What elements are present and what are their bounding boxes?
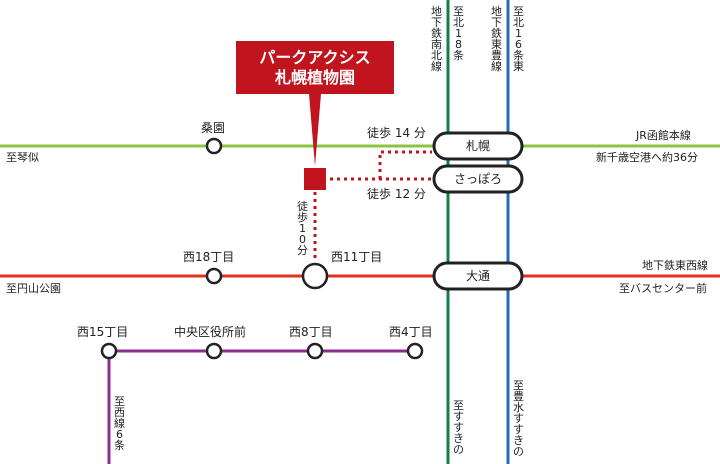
station-sapporo-sub-label: さっぽろ (453, 172, 502, 186)
station-soen-label: 桑園 (201, 121, 226, 135)
nanboku-line-name: 地下鉄南北線 (431, 5, 442, 73)
station-nishi15-marker (100, 342, 118, 360)
station-chuokuyakusho-label: 中央区役所前 (174, 325, 247, 339)
station-nishi15-label: 西15丁目 (77, 325, 129, 339)
station-nishi8-marker (306, 342, 324, 360)
tozai-right-direction: 至バスセンター前 (619, 282, 707, 295)
property-name-line1: パークアクシス (259, 47, 371, 67)
toho-line-name: 地下鉄東豊線 (491, 5, 502, 73)
station-sapporo-pill (432, 131, 524, 161)
station-nishi4-label: 西4丁目 (389, 325, 433, 339)
walk-to-sapporo-sub-label: 徒歩 12 分 (367, 187, 426, 201)
station-nishi18-label: 西18丁目 (183, 250, 235, 264)
tozai-left-direction: 至円山公園 (6, 282, 61, 295)
jr-line-name: JR函館本線 (636, 129, 691, 142)
property-title: パークアクシス 札幌植物園 (236, 41, 394, 94)
tram-line (107, 349, 415, 464)
walk-routes (313, 150, 432, 260)
walk-to-sapporo-label: 徒歩 14 分 (367, 126, 426, 140)
station-nishi18-marker (205, 267, 223, 285)
toho-top-direction: 至北16条東 (513, 5, 524, 73)
property-marker (304, 168, 326, 190)
station-odori-pill (432, 261, 524, 291)
jr-left-direction: 至琴似 (6, 151, 39, 164)
station-nishi4-marker (406, 342, 424, 360)
tozai-line-name: 地下鉄東西線 (642, 259, 708, 272)
jr-right-direction: 新千歳空港へ約36分 (596, 151, 698, 164)
station-nishi8-label: 西8丁目 (289, 325, 333, 339)
station-sapporo-sub-pill (432, 164, 524, 194)
walk-route-to-sapporo (378, 150, 432, 179)
nanboku-bottom-direction: 至すすきの (453, 399, 464, 456)
walk-to-nishi11-label: 徒歩10分 (297, 200, 308, 257)
station-chuokuyakusho-marker (205, 342, 223, 360)
tram-down-direction: 至西線6条 (114, 395, 125, 452)
station-odori-label: 大通 (465, 269, 490, 283)
nanboku-top-direction: 至北18条 (453, 5, 464, 62)
property-name-line2: 札幌植物園 (274, 67, 355, 87)
station-soen-marker (205, 137, 223, 155)
station-nishi11-marker (301, 262, 329, 290)
title-pointer (309, 94, 321, 166)
toho-bottom-direction: 至豊水すすきの (513, 379, 524, 458)
station-sapporo-label: 札幌 (465, 139, 490, 153)
station-nishi11-label: 西11丁目 (331, 250, 383, 264)
